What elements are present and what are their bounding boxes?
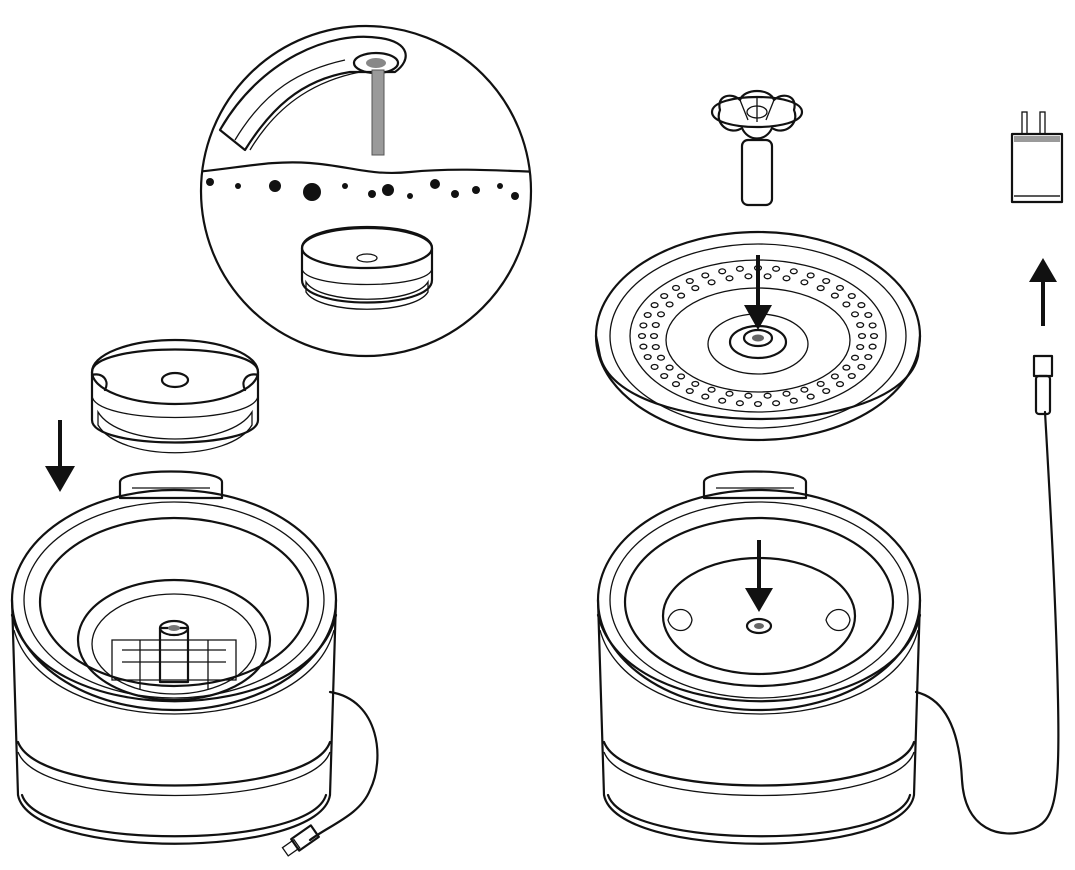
drain-hole bbox=[726, 391, 733, 396]
drain-hole bbox=[764, 393, 771, 398]
drain-hole bbox=[852, 355, 859, 360]
drain-hole bbox=[755, 402, 762, 407]
drain-hole bbox=[843, 365, 850, 370]
drain-hole bbox=[869, 323, 876, 328]
drain-hole bbox=[823, 279, 830, 284]
drain-hole bbox=[686, 279, 693, 284]
drain-hole bbox=[857, 345, 864, 350]
drain-hole bbox=[801, 280, 808, 285]
drain-hole bbox=[764, 274, 771, 279]
drain-hole bbox=[783, 391, 790, 396]
drain-hole bbox=[658, 312, 665, 317]
down-arrow-icon bbox=[744, 255, 772, 330]
down-arrow-icon bbox=[745, 540, 773, 612]
drain-hole bbox=[651, 334, 658, 339]
drain-hole bbox=[823, 389, 830, 394]
fountain-base-right bbox=[598, 412, 1058, 844]
drain-hole bbox=[848, 294, 855, 299]
drain-hole bbox=[678, 293, 685, 298]
usb-plug-icon bbox=[1034, 356, 1052, 414]
filter-cartridge bbox=[92, 340, 258, 453]
drain-hole bbox=[848, 374, 855, 379]
drain-hole bbox=[817, 286, 824, 291]
drain-hole bbox=[708, 280, 715, 285]
drain-hole bbox=[832, 374, 839, 379]
drain-hole bbox=[673, 382, 680, 387]
drain-hole bbox=[666, 365, 673, 370]
drain-hole bbox=[644, 313, 651, 318]
up-arrow-icon bbox=[1029, 258, 1057, 326]
drain-hole bbox=[865, 313, 872, 318]
drain-hole bbox=[644, 355, 651, 360]
drain-hole bbox=[708, 387, 715, 392]
drain-hole bbox=[726, 276, 733, 281]
top-cover-tray bbox=[596, 232, 920, 440]
drain-hole bbox=[737, 401, 744, 406]
drain-hole bbox=[658, 355, 665, 360]
drain-hole bbox=[852, 312, 859, 317]
drain-hole bbox=[673, 286, 680, 291]
drain-hole bbox=[639, 334, 646, 339]
drain-hole bbox=[857, 323, 864, 328]
magnified-filter-soak bbox=[195, 26, 540, 360]
drain-hole bbox=[783, 276, 790, 281]
drain-hole bbox=[640, 323, 647, 328]
drain-hole bbox=[745, 393, 752, 398]
drain-hole bbox=[837, 286, 844, 291]
drain-hole bbox=[858, 303, 865, 308]
drain-hole bbox=[737, 266, 744, 271]
drain-hole bbox=[807, 394, 814, 399]
drain-hole bbox=[859, 334, 866, 339]
drain-hole bbox=[651, 303, 658, 308]
drain-hole bbox=[719, 398, 726, 403]
down-arrow-icon bbox=[45, 420, 75, 492]
spout-flower bbox=[712, 91, 802, 205]
drain-hole bbox=[832, 293, 839, 298]
drain-hole bbox=[640, 344, 647, 349]
drain-hole bbox=[661, 294, 668, 299]
drain-hole bbox=[869, 344, 876, 349]
drain-hole bbox=[652, 345, 659, 350]
drain-hole bbox=[801, 387, 808, 392]
drain-hole bbox=[807, 273, 814, 278]
drain-hole bbox=[702, 273, 709, 278]
drain-hole bbox=[790, 398, 797, 403]
drain-hole bbox=[686, 389, 693, 394]
drain-hole bbox=[843, 302, 850, 307]
drain-hole bbox=[817, 382, 824, 387]
drain-hole bbox=[702, 394, 709, 399]
filter-cartridge-submerged bbox=[302, 227, 432, 309]
drain-hole bbox=[652, 323, 659, 328]
drain-hole bbox=[661, 374, 668, 379]
drain-hole bbox=[865, 355, 872, 360]
fountain-base-left bbox=[12, 472, 377, 858]
drain-hole bbox=[651, 365, 658, 370]
power-adapter-icon bbox=[1012, 112, 1062, 202]
drain-hole bbox=[692, 286, 699, 291]
drain-hole bbox=[773, 266, 780, 271]
drain-hole bbox=[773, 401, 780, 406]
drain-hole bbox=[719, 269, 726, 274]
drain-hole bbox=[692, 382, 699, 387]
drain-hole bbox=[858, 365, 865, 370]
drain-hole bbox=[666, 302, 673, 307]
drain-hole bbox=[837, 382, 844, 387]
drain-hole bbox=[790, 269, 797, 274]
drain-hole bbox=[871, 334, 878, 339]
drain-hole bbox=[745, 274, 752, 279]
drain-hole bbox=[678, 374, 685, 379]
bubbles bbox=[206, 178, 519, 201]
